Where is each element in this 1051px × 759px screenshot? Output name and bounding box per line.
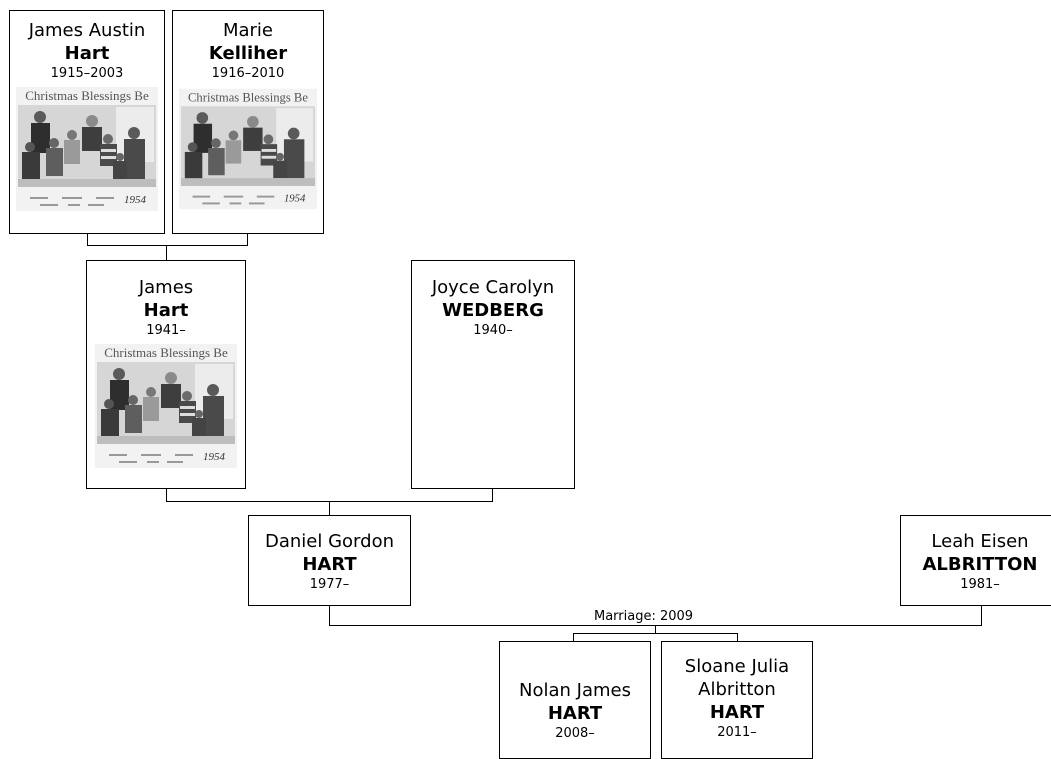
person-surname: HART — [709, 702, 765, 723]
connector-line — [329, 501, 330, 516]
person-card-james-austin-hart[interactable]: James Austin Hart 1915–2003 Christmas Bl… — [9, 10, 165, 234]
person-given-name: Marie — [222, 20, 274, 41]
photo-year-text: 1954 — [203, 451, 226, 463]
family-photo: Christmas Blessings Be 1954 — [179, 88, 317, 210]
person-card-leah-eisen-albritton[interactable]: Leah Eisen ALBRITTON 1981– — [900, 515, 1051, 606]
connector-line — [166, 245, 167, 261]
person-given-name: Joyce Carolyn — [431, 277, 555, 298]
person-surname: Hart — [64, 43, 110, 64]
connector-line — [573, 633, 738, 634]
person-dates: 1940– — [473, 323, 513, 338]
connector-line — [87, 245, 248, 246]
connector-line — [329, 605, 330, 626]
person-surname: HART — [302, 554, 357, 575]
person-dates: 1981– — [960, 577, 1000, 592]
person-card-nolan-james-hart[interactable]: Nolan James HART 2008– — [499, 641, 651, 759]
person-card-james-hart[interactable]: James Hart 1941– Christmas Blessings Be … — [86, 260, 246, 489]
connector-line — [573, 633, 574, 641]
photo-caption-text: Christmas Blessings Be — [25, 88, 149, 103]
person-dates: 1915–2003 — [50, 66, 124, 81]
connector-line — [655, 625, 656, 634]
person-given-name: Sloane Julia — [684, 656, 790, 677]
person-surname: Hart — [143, 300, 189, 321]
person-given-name: Nolan James — [519, 680, 631, 701]
photo-year-text: 1954 — [124, 194, 147, 206]
connector-line — [247, 233, 248, 246]
photo-caption-text: Christmas Blessings Be — [104, 345, 228, 360]
connector-line — [737, 633, 738, 641]
person-surname: ALBRITTON — [922, 554, 1038, 575]
person-surname: WEDBERG — [442, 300, 544, 321]
connector-line — [87, 233, 88, 246]
person-card-sloane-julia-albritton-hart[interactable]: Sloane Julia Albritton HART 2011– — [661, 641, 813, 759]
person-dates: 1977– — [309, 577, 350, 592]
connector-line — [492, 488, 493, 502]
person-card-marie-kelliher[interactable]: Marie Kelliher 1916–2010 Christmas Bless… — [172, 10, 324, 234]
person-given-name: Leah Eisen — [931, 531, 1029, 552]
person-card-daniel-gordon-hart[interactable]: Daniel Gordon HART 1977– — [248, 515, 411, 606]
photo-caption-text: Christmas Blessings Be — [188, 90, 308, 104]
family-photo: Christmas Blessings Be 1954 — [16, 87, 158, 211]
person-given-name-line2: Albritton — [698, 679, 776, 700]
person-dates: 1941– — [146, 323, 186, 338]
marriage-label: Marriage: 2009 — [593, 609, 695, 625]
connector-line — [981, 605, 982, 626]
person-given-name: Daniel Gordon — [265, 531, 394, 552]
person-surname: HART — [547, 703, 603, 724]
person-dates: 1916–2010 — [211, 66, 285, 81]
person-dates: 2011– — [717, 725, 757, 740]
connector-line — [166, 488, 167, 502]
family-photo: Christmas Blessings Be 1954 — [95, 344, 237, 468]
person-given-name: James Austin — [28, 20, 146, 41]
person-card-joyce-carolyn-wedberg[interactable]: Joyce Carolyn WEDBERG 1940– — [411, 260, 575, 489]
person-surname: Kelliher — [208, 43, 288, 64]
photo-year-text: 1954 — [284, 192, 306, 204]
person-dates: 2008– — [555, 726, 595, 741]
person-given-name: James — [138, 277, 194, 298]
